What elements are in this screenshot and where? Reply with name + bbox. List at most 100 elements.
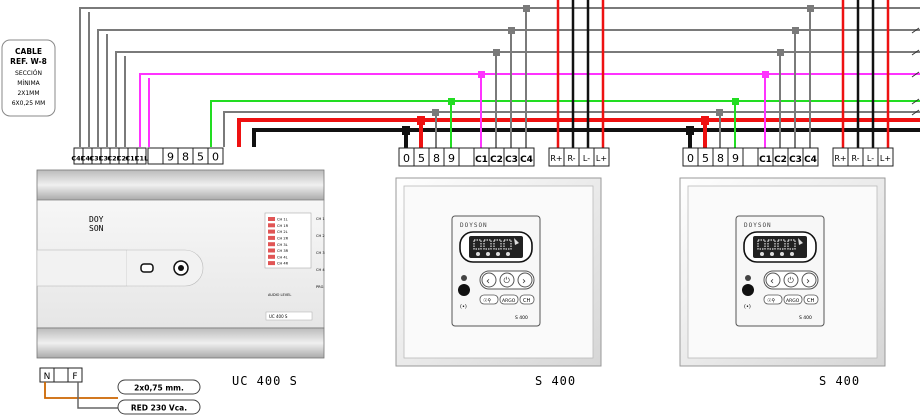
power-cable-label: 2x0,75 mm.	[134, 384, 184, 393]
svg-text:ARGO: ARGO	[786, 298, 800, 304]
channel-led-label: CH 1R	[277, 224, 289, 228]
uc400-brand-line2: SON	[89, 224, 104, 233]
uc400-usb-port[interactable]	[140, 263, 154, 273]
s400-2-display	[753, 236, 807, 258]
power-cable-label-box	[117, 379, 201, 395]
side-label: CH 3	[316, 251, 325, 255]
wire-c2r	[115, 51, 920, 147]
signal-icon: (•)	[744, 304, 751, 310]
svg-text:☉⚲: ☉⚲	[767, 298, 775, 304]
s400-2-device: DOYSON (•) ‹ ⏻ › ☉⚲	[735, 215, 825, 327]
s400-2-terminal-label: 8	[717, 152, 724, 165]
s400-2-ch-button[interactable]	[803, 294, 819, 305]
side-label: PRG	[316, 285, 324, 289]
s400-2-output-terminal-label: L-	[867, 154, 874, 163]
channel-led	[268, 235, 275, 240]
s400-1-output-terminal	[593, 147, 610, 167]
uc400-model-plate-text: UC 400 S	[269, 314, 288, 319]
uc400-terminal-label: 0	[212, 151, 219, 164]
bus-wires	[79, 0, 920, 148]
s400-2-terminal-label: C2	[774, 155, 787, 165]
s400-2-plate: DOYSON (•) ‹ ⏻ › ☉⚲	[679, 177, 886, 367]
s400-1-output-terminal-label: L+	[596, 154, 607, 163]
s400-1-output-terminal-label: L-	[583, 154, 590, 163]
s400-2-left-button[interactable]	[765, 272, 781, 288]
channel-led-label: CH 2L	[277, 230, 288, 234]
uc400-brand-line1: DOY	[89, 215, 104, 224]
s400-2-caption: S 400	[819, 374, 860, 388]
power-terminal	[67, 367, 83, 383]
channel-led	[268, 254, 275, 259]
s400-1-display	[469, 236, 523, 258]
uc400-terminal-label: C1R	[125, 155, 139, 163]
channel-led	[268, 223, 275, 228]
s400-2-argo-button[interactable]	[783, 294, 803, 305]
side-label: CH 1	[316, 217, 325, 221]
s400-1-output-terminal-label: R+	[550, 154, 562, 163]
uc400-terminal	[207, 147, 224, 165]
info-icon	[461, 275, 467, 281]
s400-1-power-button[interactable]	[499, 272, 515, 288]
uc400-terminal	[136, 147, 147, 165]
cable-info-box: CABLE REF. W-8 SECCIÓN MÍNIMA 2X1MM 6X0,…	[1, 39, 56, 117]
uc400-terminal-label: C1L	[135, 155, 148, 163]
s400-2-terminal	[802, 147, 819, 167]
uc400-terminal-label: 5	[197, 151, 204, 164]
s400-2-output-terminal-label: R+	[834, 154, 846, 163]
s400-1-argo-button[interactable]	[499, 294, 519, 305]
cable-section: SECCIÓN	[15, 70, 42, 77]
channel-led-label: CH 2R	[277, 237, 289, 241]
s400-2-model: S 400	[799, 315, 812, 321]
info-icon	[745, 275, 751, 281]
s400-1-output-terminal-label: R-	[567, 154, 575, 163]
svg-text:CH: CH	[523, 298, 530, 304]
side-label: CH 2	[316, 234, 325, 238]
s400-1-left-button[interactable]	[481, 272, 497, 288]
uc400-terminal-label: 8	[182, 151, 189, 164]
s400-1-mode-button[interactable]	[479, 294, 499, 305]
s400-2-terminal	[742, 147, 759, 167]
uc400-model-plate	[265, 311, 313, 321]
s400-1-ch-button[interactable]	[519, 294, 535, 305]
signal-icon: (•)	[460, 304, 467, 310]
channel-led	[268, 217, 275, 221]
wire-c4r	[79, 7, 920, 147]
channel-led-label: CH 1L	[277, 218, 288, 222]
power-terminal-label: N	[44, 372, 51, 382]
s400-1-terminal-label: C4	[520, 155, 533, 165]
s400-2-mode-button[interactable]	[763, 294, 783, 305]
svg-text:ARGO: ARGO	[502, 298, 516, 304]
uc400-audio-label: AUDIO LEVEL	[268, 293, 291, 297]
s400-1-right-button[interactable]	[517, 272, 533, 288]
uc400-channel-panel	[264, 212, 312, 269]
s400-2-terminal-label: 9	[732, 152, 739, 165]
power-terminal	[53, 367, 69, 383]
chevron-left-icon: ‹	[486, 276, 490, 287]
s400-2-output-terminal-label: L+	[880, 154, 891, 163]
uc400-terminal-label: C3L	[99, 155, 112, 163]
s400-1-caption: S 400	[535, 374, 576, 388]
s400-1-ir-sensor	[458, 284, 470, 296]
svg-text:CH: CH	[807, 298, 814, 304]
s400-1-terminal	[518, 147, 535, 167]
s400-2-brand: DOYSON	[744, 222, 772, 229]
channel-led-label: CH 4L	[277, 255, 288, 259]
wire-0	[252, 128, 920, 147]
power-terminal-label: F	[72, 372, 77, 382]
uc400-front-curve	[127, 249, 204, 287]
channel-led-label: CH 3L	[277, 243, 288, 247]
s400-1-plate: DOYSON (•) ‹ ⏻ › ☉⚲	[395, 177, 602, 367]
s400-2-terminal-label: C4	[804, 155, 817, 165]
s400-1-model: S 400	[515, 315, 528, 321]
s400-2-terminal-label: C3	[789, 155, 802, 165]
s400-2-right-button[interactable]	[801, 272, 817, 288]
chevron-left-icon: ‹	[770, 276, 774, 287]
s400-2-display-segments	[757, 238, 803, 256]
s400-2-power-button[interactable]	[783, 272, 799, 288]
wire-c3r	[97, 29, 920, 147]
